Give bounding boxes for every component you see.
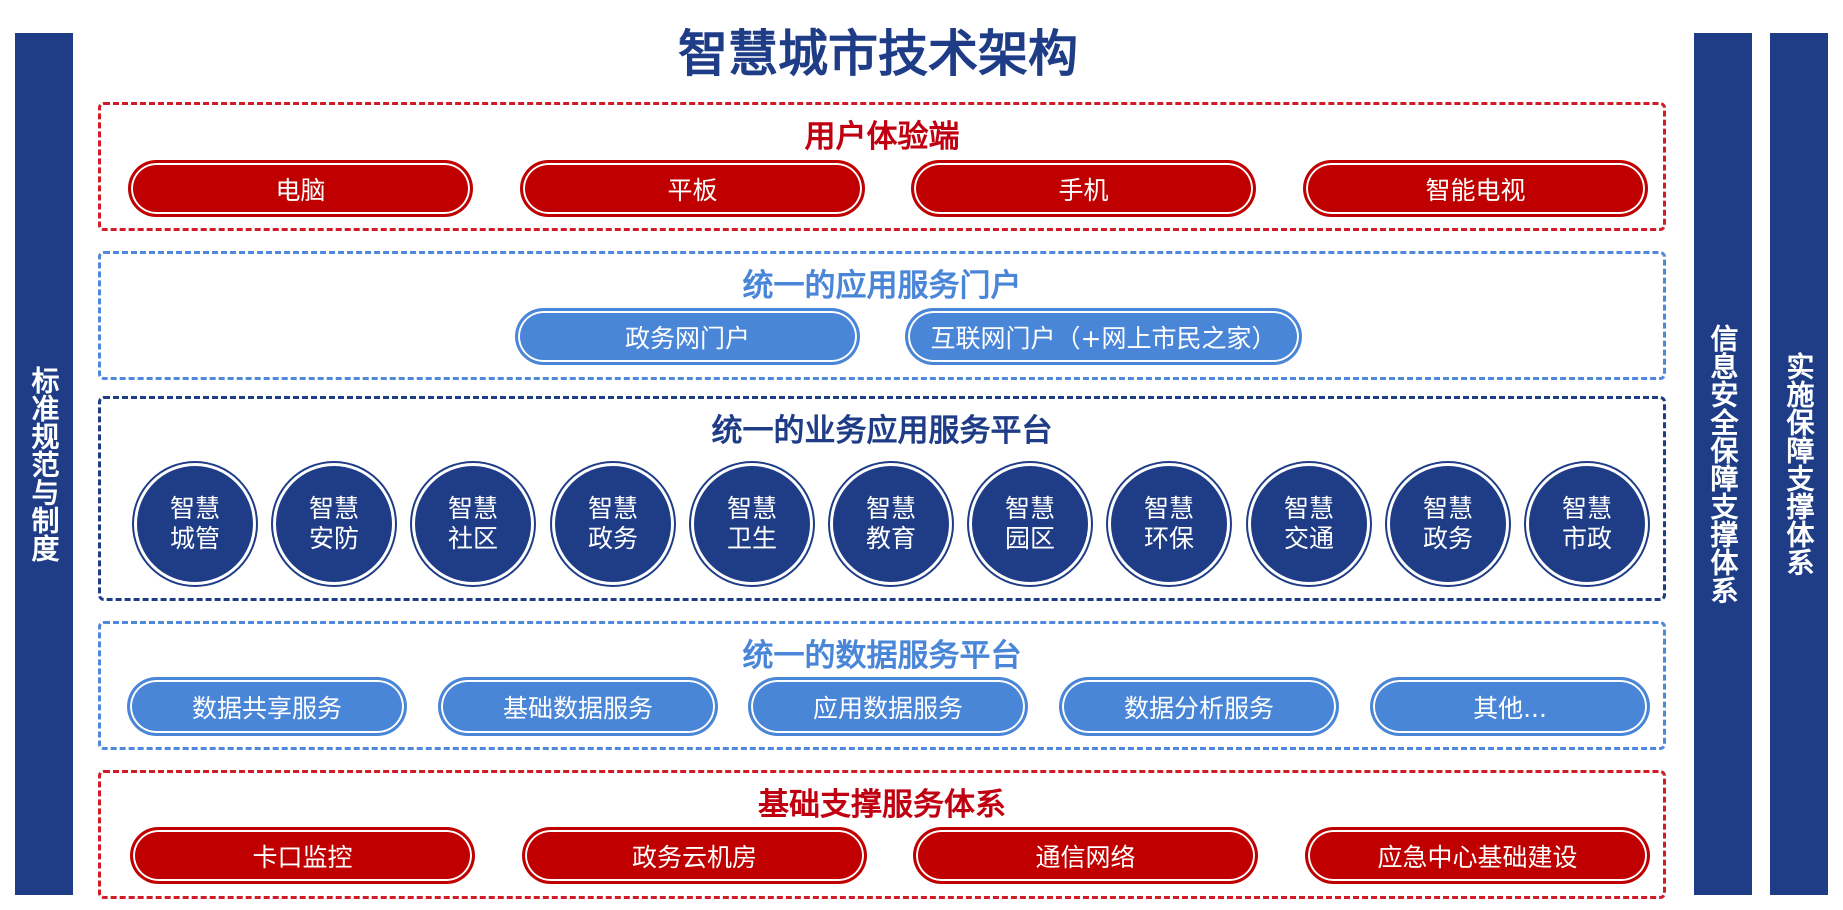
portal-layer: 统一的应用服务门户 政务网门户 互联网门户（+网上市民之家） (98, 251, 1666, 380)
infra-layer-title: 基础支撑服务体系 (758, 787, 1006, 823)
portal-layer-title: 统一的应用服务门户 (742, 268, 1022, 304)
business-item-line2: 园区 (1004, 524, 1055, 553)
business-item-line2: 教育 (865, 524, 916, 553)
business-item-line2: 环保 (1143, 524, 1194, 553)
info-security-bar: 信息安全保障支撑体系 (1694, 33, 1752, 895)
business-layer-title: 统一的业务应用服务平台 (711, 413, 1053, 449)
standards-bar: 标准规范与制度 (15, 33, 73, 895)
business-item-line1: 智慧 (169, 494, 220, 523)
data-layer: 统一的数据服务平台 数据共享服务 基础数据服务 应用数据服务 数据分析服务 其他… (98, 621, 1666, 750)
business-item-line2: 卫生 (726, 524, 777, 553)
business-item-line1: 智慧 (1422, 494, 1473, 523)
business-item: 智慧政务 (552, 463, 674, 585)
infra-item-emergency-center: 应急中心基础建设 (1306, 828, 1649, 883)
data-item-analysis: 数据分析服务 (1060, 678, 1338, 735)
business-item-line1: 智慧 (1143, 494, 1194, 523)
standards-bar-label: 标准规范与制度 (27, 366, 61, 562)
business-item-line1: 智慧 (308, 494, 359, 523)
business-item: 智慧环保 (1108, 463, 1230, 585)
data-item-application: 应用数据服务 (749, 678, 1027, 735)
user-layer-title: 用户体验端 (804, 119, 960, 155)
infra-item-network: 通信网络 (914, 828, 1257, 883)
business-item: 智慧市政 (1526, 463, 1648, 585)
implementation-bar: 实施保障支撑体系 (1770, 33, 1828, 895)
business-item: 智慧园区 (969, 463, 1091, 585)
portal-item-gov: 政务网门户 (516, 309, 859, 364)
user-item-tablet: 平板 (521, 161, 864, 216)
page-title: 智慧城市技术架构 (678, 25, 1078, 83)
user-layer: 用户体验端 电脑 平板 手机 智能电视 (98, 102, 1666, 231)
data-item-other: 其他... (1371, 678, 1649, 735)
business-item-line2: 政务 (587, 524, 638, 553)
infra-item-monitoring: 卡口监控 (131, 828, 474, 883)
business-item-line1: 智慧 (1561, 494, 1612, 523)
portal-item-internet: 互联网门户（+网上市民之家） (906, 309, 1301, 364)
business-item-line2: 社区 (447, 524, 498, 553)
business-item-line1: 智慧 (726, 494, 777, 523)
business-item-line2: 安防 (308, 524, 359, 553)
implementation-bar-label: 实施保障支撑体系 (1782, 352, 1816, 576)
business-item-line2: 政务 (1422, 524, 1473, 553)
business-item: 智慧政务 (1387, 463, 1509, 585)
business-item: 智慧教育 (830, 463, 952, 585)
user-item-pc: 电脑 (129, 161, 472, 216)
business-item: 智慧社区 (412, 463, 534, 585)
data-layer-title: 统一的数据服务平台 (742, 638, 1022, 674)
info-security-bar-label: 信息安全保障支撑体系 (1706, 324, 1740, 604)
infra-item-cloud-room: 政务云机房 (523, 828, 866, 883)
user-item-tv: 智能电视 (1304, 161, 1647, 216)
business-item-line1: 智慧 (1283, 494, 1334, 523)
infra-layer: 基础支撑服务体系 卡口监控 政务云机房 通信网络 应急中心基础建设 (98, 770, 1666, 899)
business-item-line1: 智慧 (587, 494, 638, 523)
business-item-line2: 城管 (169, 524, 220, 553)
business-item: 智慧安防 (273, 463, 395, 585)
business-item-line2: 交通 (1283, 524, 1334, 553)
business-item-line2: 市政 (1561, 524, 1612, 553)
data-item-sharing: 数据共享服务 (128, 678, 406, 735)
business-item: 智慧城管 (134, 463, 256, 585)
business-item: 智慧卫生 (691, 463, 813, 585)
business-layer: 统一的业务应用服务平台 智慧城管智慧安防智慧社区智慧政务智慧卫生智慧教育智慧园区… (98, 396, 1666, 601)
business-item: 智慧交通 (1248, 463, 1370, 585)
user-item-phone: 手机 (912, 161, 1255, 216)
business-item-line1: 智慧 (865, 494, 916, 523)
business-item-line1: 智慧 (1004, 494, 1055, 523)
business-item-line1: 智慧 (447, 494, 498, 523)
data-item-basic: 基础数据服务 (439, 678, 717, 735)
